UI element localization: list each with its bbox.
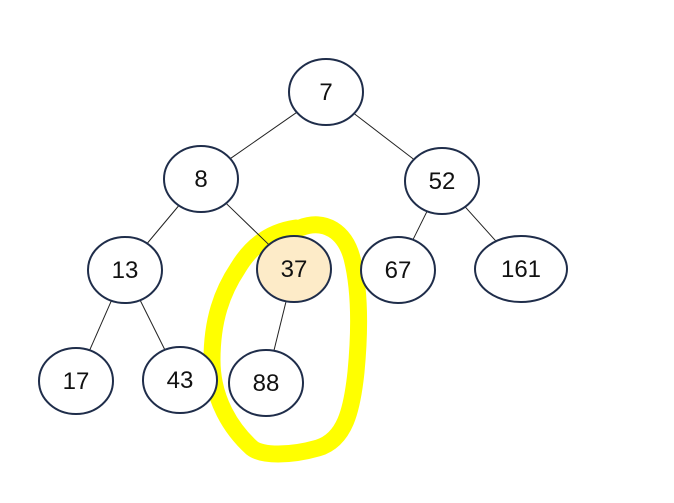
node-label-37: 37 [281,256,308,283]
tree-node-88: 88 [228,349,304,417]
node-label-17: 17 [63,368,90,395]
tree-nodes: 7 8 52 13 37 67 161 17 [38,58,568,417]
tree-node-13: 13 [87,236,163,304]
tree-node-67: 67 [360,236,436,304]
edge-13-17 [89,300,112,351]
tree-node-7: 7 [288,58,364,126]
tree-node-8: 8 [163,145,239,213]
edge-13-43 [139,299,166,351]
tree-edges [89,111,497,351]
yellow-highlight-mark [203,216,368,463]
node-label-7: 7 [319,79,332,106]
edge-7-52 [353,113,415,160]
tree-node-161: 161 [474,235,568,303]
node-label-88: 88 [253,370,280,397]
edge-52-161 [464,206,497,242]
edge-37-88 [273,301,287,351]
edge-52-67 [412,210,428,241]
tree-node-43: 43 [142,346,218,414]
node-label-67: 67 [385,257,412,284]
node-label-43: 43 [167,367,194,394]
node-label-8: 8 [194,166,207,193]
node-label-13: 13 [112,257,139,284]
node-label-52: 52 [429,168,456,195]
tree-node-17: 17 [38,347,114,415]
tree-node-37: 37 [256,235,332,303]
tree-node-52: 52 [404,147,480,215]
edge-7-8 [229,111,298,160]
edge-8-37 [225,202,270,246]
node-label-161: 161 [501,256,541,283]
edge-8-13 [146,205,180,244]
